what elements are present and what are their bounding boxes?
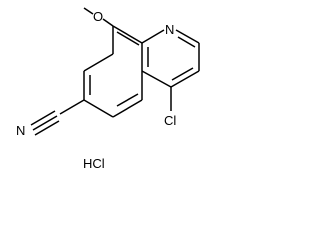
bond-c4a-c5 bbox=[112, 99, 143, 118]
atom-label-oxygen: O bbox=[93, 9, 103, 24]
atom-label-chlorine: Cl bbox=[164, 113, 176, 128]
bond-c4a-c5-inner bbox=[116, 93, 139, 107]
bond-n1-c2-inner bbox=[177, 36, 196, 48]
bond-c4-c4a bbox=[141, 70, 172, 88]
bond-n1-c2 bbox=[175, 29, 200, 44]
bonds bbox=[30, 7, 200, 136]
bond-c3-c4-inner bbox=[171, 67, 194, 81]
bond-nitrile-2 bbox=[30, 110, 56, 126]
atom-label-nitrile-nitrogen: N bbox=[16, 123, 25, 138]
bond-c7-c8-inner bbox=[116, 31, 140, 46]
bond-nitrile-1 bbox=[32, 115, 58, 131]
bond-c8a-n1 bbox=[141, 29, 165, 44]
atom-labels: O N N Cl HCl bbox=[16, 9, 176, 171]
bond-oxygen-c7 bbox=[102, 18, 114, 27]
bond-nitrile-3 bbox=[34, 120, 60, 136]
chemical-structure: O N N Cl HCl bbox=[16, 7, 200, 171]
bond-c3-c4 bbox=[170, 70, 200, 88]
bond-c5-c6 bbox=[83, 99, 114, 118]
atom-label-ring-nitrogen: N bbox=[165, 22, 174, 37]
bond-c7-top bbox=[83, 53, 114, 72]
salt-label: HCl bbox=[83, 156, 105, 171]
bond-c6-cn bbox=[59, 99, 85, 115]
bond-c7-c8 bbox=[112, 25, 143, 44]
bond-methyl-oxygen bbox=[83, 7, 94, 15]
